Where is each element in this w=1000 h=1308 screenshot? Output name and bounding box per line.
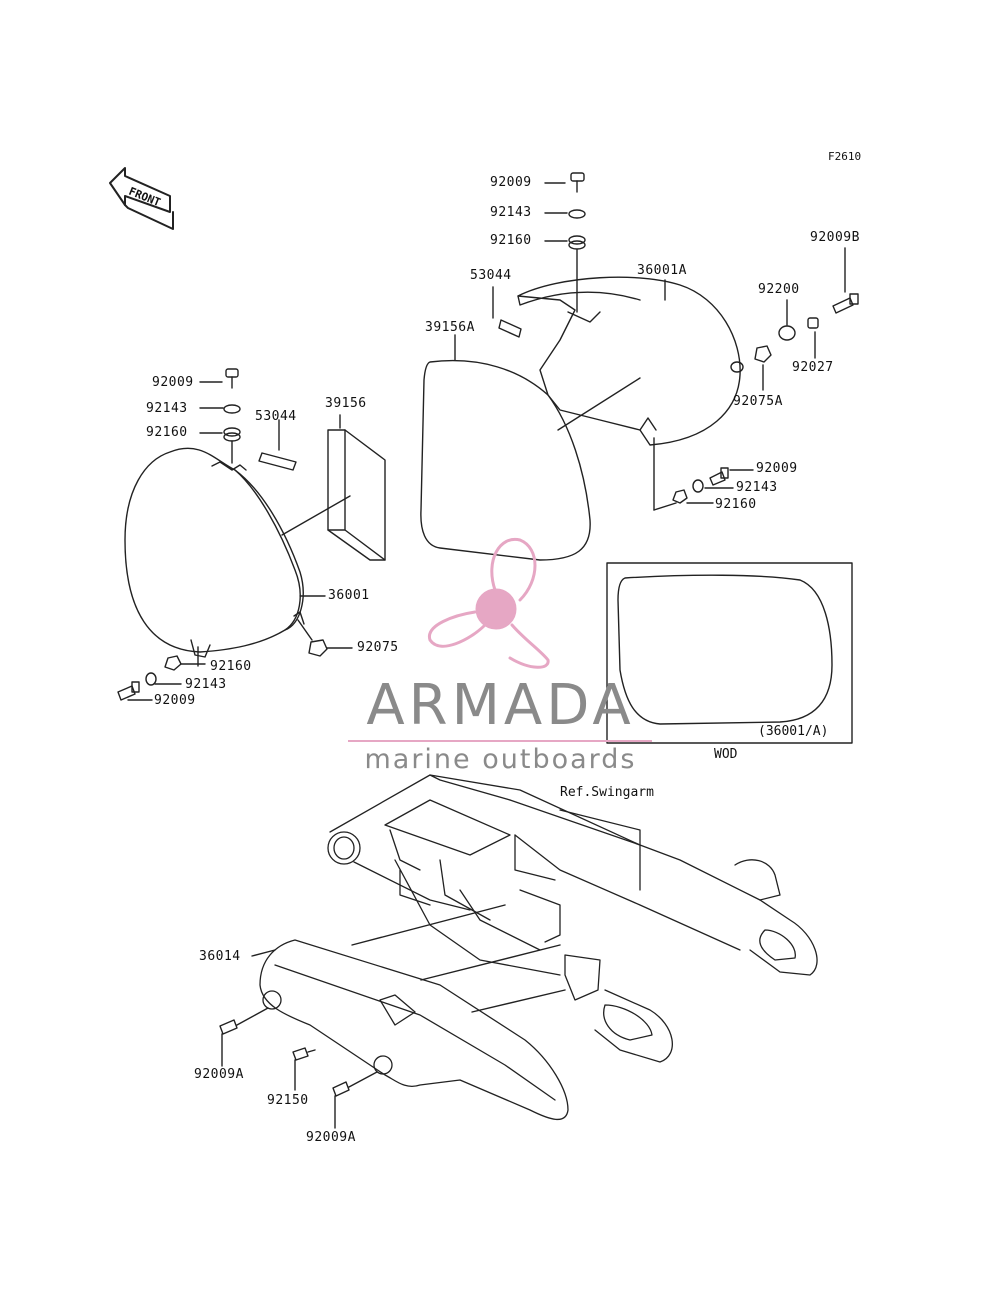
nut-92075A [754, 345, 772, 363]
inset-box [606, 562, 853, 744]
part-label-92143-right: 92143 [736, 480, 778, 495]
part-label-92150: 92150 [267, 1093, 309, 1108]
part-label-53044: 53044 [470, 268, 512, 283]
part-label-92160-bottom: 92160 [210, 659, 252, 674]
front-arrow: FRONT [109, 167, 174, 230]
part-label-92009A-right: 92009A [306, 1130, 356, 1145]
part-label-92160-left: 92160 [146, 425, 188, 440]
watermark-brand: ARMADA [366, 673, 635, 738]
part-label-92009-left: 92009 [152, 375, 194, 390]
part-label-39156: 39156 [325, 396, 367, 411]
part-label-92009B: 92009B [810, 230, 860, 245]
inset-code: (36001/A) [758, 724, 829, 739]
figure-code: F2610 [828, 150, 862, 163]
part-label-92009A-left: 92009A [194, 1067, 244, 1082]
collar-92027 [807, 317, 819, 329]
inset-cover-outline [617, 574, 833, 725]
part-label-92143-bottom: 92143 [185, 677, 227, 692]
part-label-92143-left: 92143 [146, 401, 188, 416]
side-cover-36001A [517, 276, 744, 446]
part-label-92075A: 92075A [733, 394, 783, 409]
watermark-divider [348, 740, 652, 742]
part-label-92200: 92200 [758, 282, 800, 297]
inset-caption: WOD [714, 747, 738, 762]
part-label-36014: 36014 [199, 949, 241, 964]
part-label-92075: 92075 [357, 640, 399, 655]
bolt-92009B [832, 293, 859, 314]
bolt-92009-left-top [225, 368, 239, 389]
part-label-92027: 92027 [792, 360, 834, 375]
filter-panel-39156A [420, 359, 591, 561]
watermark-propeller-icon [428, 537, 550, 669]
nut-92075 [297, 619, 328, 657]
pin-53044-right [498, 319, 522, 338]
bolt-92009-right-lower [709, 467, 729, 486]
part-label-92009-bottom: 92009 [154, 693, 196, 708]
part-label-92160-right: 92160 [715, 497, 757, 512]
washer-92200 [778, 325, 796, 341]
part-label-92009-right: 92009 [756, 461, 798, 476]
part-label-53044-left: 53044 [255, 409, 297, 424]
watermark-tagline: marine outboards [364, 744, 637, 775]
top-grommet-92160 [568, 235, 586, 250]
part-label-92143: 92143 [490, 205, 532, 220]
part-label-36001A: 36001A [637, 263, 687, 278]
pin-53044-left [258, 452, 297, 471]
part-label-92160: 92160 [490, 233, 532, 248]
ref-swingarm-label: Ref.Swingarm [560, 785, 654, 800]
part-label-36001: 36001 [328, 588, 370, 603]
swingarm [327, 774, 818, 1063]
part-label-92009: 92009 [490, 175, 532, 190]
filter-block-39156 [327, 429, 386, 561]
top-bolt-92009 [570, 172, 585, 193]
part-label-39156A: 39156A [425, 320, 475, 335]
chain-guard-36014 [259, 939, 569, 1121]
side-cover-36001 [124, 447, 305, 658]
top-washer-92143 [568, 209, 586, 219]
front-arrow-label: FRONT [127, 185, 163, 210]
